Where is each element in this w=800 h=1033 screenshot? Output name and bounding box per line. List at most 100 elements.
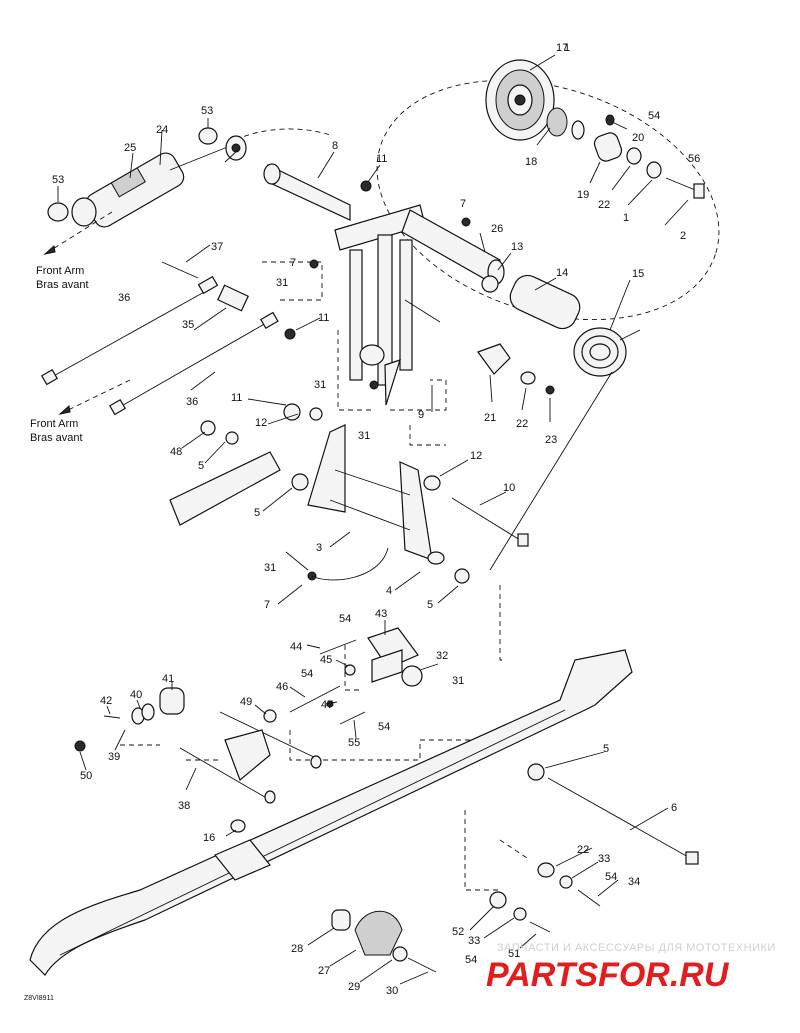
callout: 43 (375, 608, 387, 620)
callout: 41 (162, 673, 174, 685)
callout: 22 (598, 199, 610, 211)
callout: 34 (628, 876, 640, 888)
callout: 45 (320, 654, 332, 666)
callout: 26 (491, 223, 503, 235)
callout: 51 (508, 948, 520, 960)
callout: 54 (378, 721, 390, 733)
callout: 7 (264, 599, 270, 611)
callout: 5 (198, 460, 204, 472)
callout: 20 (632, 132, 644, 144)
callout: 8 (332, 140, 338, 152)
callout: 30 (386, 985, 398, 997)
callout: 9 (418, 409, 424, 421)
slide-rail (29, 649, 699, 976)
callout: 35 (182, 319, 194, 331)
shock-absorber (47, 127, 247, 228)
callout: 36 (186, 396, 198, 408)
front-arm-note: Front Arm (36, 265, 84, 277)
callout: 7 (460, 198, 466, 210)
callout: 46 (276, 681, 288, 693)
callout: 5 (427, 599, 433, 611)
callout: 33 (598, 853, 610, 865)
callout: 22 (577, 844, 589, 856)
callout: 23 (545, 434, 557, 446)
clip-hardware (477, 343, 555, 395)
callout: 7 (290, 257, 296, 269)
spring-tube (481, 274, 641, 571)
watermark-subtitle: ЗАПЧАСТИ И АКСЕССУАРЫ ДЛЯ МОТОТЕХНИКИ (497, 942, 776, 954)
watermark: ЗАПЧАСТИ И АКСЕССУАРЫ ДЛЯ МОТОТЕХНИКИ PA… (486, 942, 776, 994)
callout-labels: 1 1 2 3 4 5 5 5 5 5 6 7 7 7 8 9 10 11 11… (52, 42, 700, 997)
callout: 36 (118, 292, 130, 304)
callout: 32 (436, 650, 448, 662)
callout: 15 (632, 268, 644, 280)
callout: 14 (556, 267, 568, 279)
bras-avant-note: Bras avant (30, 432, 83, 444)
callout: 1 (564, 42, 570, 54)
callout: 56 (688, 153, 700, 165)
callout: 42 (100, 695, 112, 707)
callout: 22 (516, 418, 528, 430)
callout: 53 (201, 105, 213, 117)
front-arm-note: Front Arm (30, 418, 78, 430)
callout: 38 (178, 800, 190, 812)
callout: 31 (264, 562, 276, 574)
callout: 1 (623, 212, 629, 224)
front-arm-arrows (43, 211, 131, 415)
callout: 19 (577, 189, 589, 201)
drawing-reference: Z8VI8911 (24, 995, 54, 1002)
callout: 54 (339, 613, 351, 625)
callout: 29 (348, 981, 360, 993)
callout: 31 (452, 675, 464, 687)
callout: 55 (348, 737, 360, 749)
watermark-brand: PARTSFOR.RU (486, 956, 730, 994)
front-arm-lower (74, 687, 322, 804)
callout: 27 (318, 965, 330, 977)
callout: 40 (130, 689, 142, 701)
callout: 50 (80, 770, 92, 782)
callout: 54 (465, 954, 477, 966)
callout: 53 (52, 174, 64, 186)
callout: 11 (231, 392, 242, 404)
callout: 3 (316, 542, 322, 554)
callout: 31 (314, 379, 326, 391)
callout: 39 (108, 751, 120, 763)
callout: 5 (254, 507, 260, 519)
lower-block-assembly (289, 627, 423, 725)
callout: 31 (276, 277, 288, 289)
callout: 2 (680, 230, 686, 242)
front-arm-notes: Front Arm Bras avant Front Arm Bras avan… (30, 265, 89, 444)
callout: 28 (291, 943, 303, 955)
front-arm-rods (40, 261, 296, 416)
callout: 47 (321, 699, 333, 711)
callout: 4 (386, 585, 392, 597)
callout: 10 (503, 482, 515, 494)
callout: 54 (605, 871, 617, 883)
callout: 48 (170, 446, 182, 458)
callout: 52 (452, 926, 464, 938)
callout: 12 (470, 450, 482, 462)
callout: 5 (603, 743, 609, 755)
side-rail-left (169, 403, 323, 526)
callout: 49 (240, 696, 252, 708)
callout: 6 (671, 802, 677, 814)
callout: 21 (484, 412, 496, 424)
callout: 11 (376, 153, 387, 165)
callout: 12 (255, 417, 267, 429)
rear-frame (307, 424, 529, 584)
callout: 37 (211, 241, 223, 253)
idler-wheel-assembly (485, 59, 705, 199)
bras-avant-note: Bras avant (36, 279, 89, 291)
callout: 44 (290, 641, 302, 653)
bottom-hardware (331, 862, 601, 973)
leader-lines (57, 54, 689, 985)
callout: 16 (203, 832, 215, 844)
callout: 25 (124, 142, 136, 154)
callout: 54 (301, 668, 313, 680)
callout: 54 (648, 110, 660, 122)
callout: 17 (556, 42, 568, 54)
callout: 11 (318, 312, 329, 324)
callout: 33 (468, 935, 480, 947)
callout: 13 (511, 241, 523, 253)
